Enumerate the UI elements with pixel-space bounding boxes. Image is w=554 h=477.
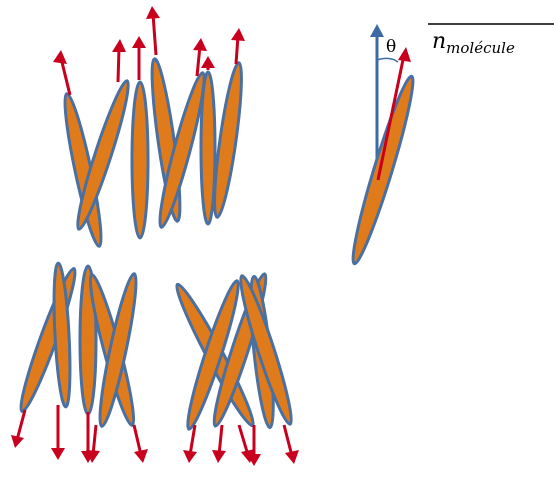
molecule [51, 261, 72, 460]
molecule [199, 56, 217, 226]
bottom-left-molecule-cluster [11, 261, 148, 463]
director-subscript: molécule [446, 39, 515, 57]
top-molecule-cluster [53, 6, 245, 248]
director-arrow [376, 47, 411, 181]
tilted-molecule [351, 74, 415, 266]
molecule [158, 38, 207, 229]
single-molecule-definition: θ nmolécule [351, 23, 554, 266]
director-symbol: n [432, 29, 446, 54]
vertical-reference-axis [370, 24, 384, 175]
molecule [76, 39, 130, 231]
molecule [239, 274, 299, 464]
svg-text:nmolécule: nmolécule [432, 29, 515, 57]
theta-angle-arc [376, 57, 399, 63]
bottom-right-molecule-cluster [175, 272, 299, 466]
molecule [213, 28, 245, 219]
theta-label: θ [386, 37, 396, 57]
molecule [183, 279, 240, 463]
molecule [98, 272, 148, 463]
director-label: nmolécule [428, 23, 554, 57]
molecule [130, 36, 150, 240]
